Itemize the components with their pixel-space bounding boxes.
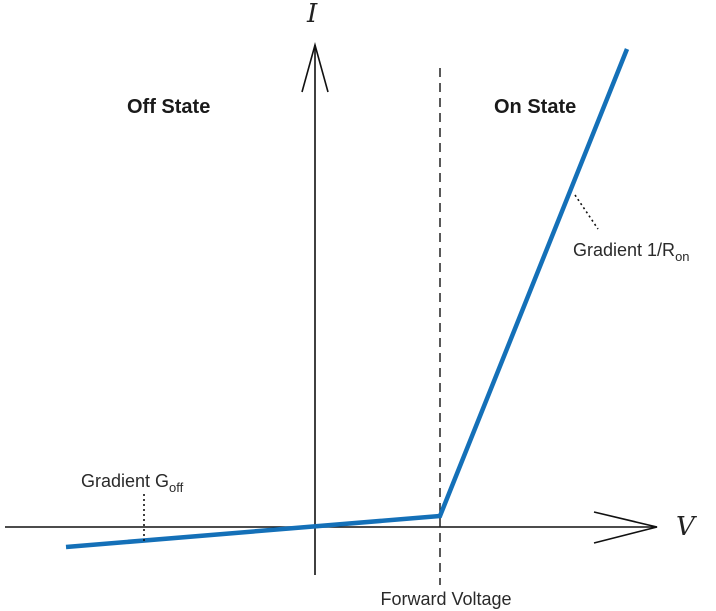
y-axis-arrowhead <box>301 41 329 93</box>
on-gradient-label: Gradient 1/Ron <box>573 240 690 264</box>
y-axis-label: I <box>306 0 318 29</box>
x-axis-arrowhead <box>593 511 658 544</box>
off-gradient-text: Gradient G <box>81 471 169 491</box>
on-gradient-text: Gradient 1/R <box>573 240 675 260</box>
off-state-label: Off State <box>127 96 210 118</box>
iv-curve <box>65 48 630 550</box>
on-state-label: On State <box>494 96 576 118</box>
off-gradient-label: Gradient Goff <box>81 471 184 495</box>
on-gradient-leader <box>574 194 599 230</box>
off-gradient-subscript: off <box>169 480 184 495</box>
forward-voltage-label: Forward Voltage <box>380 589 511 609</box>
x-axis-label: V <box>676 512 697 542</box>
on-gradient-subscript: on <box>675 249 689 264</box>
